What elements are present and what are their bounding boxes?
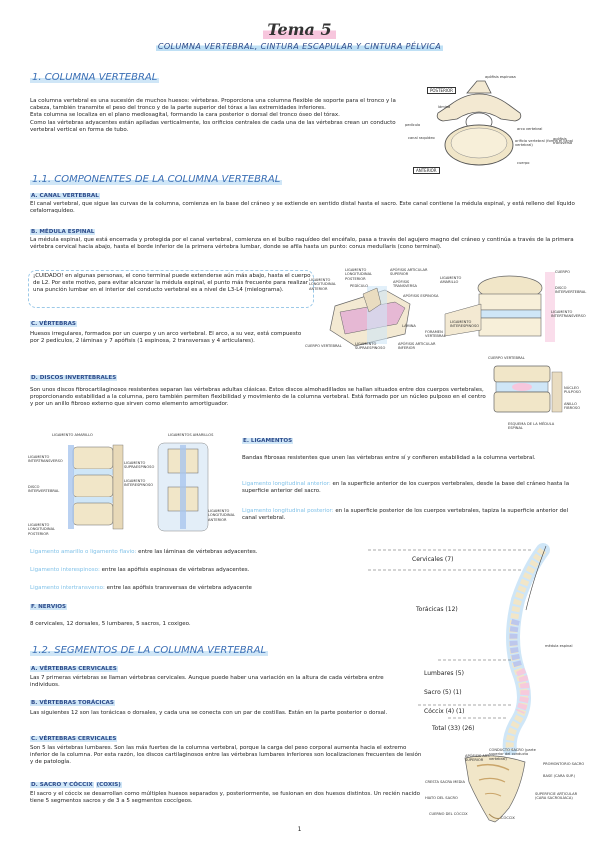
vertebra-figure: POSTERIOR ANTERIOR apófisis espinosa lám… <box>405 75 575 180</box>
ligamento-amarillo: Ligamento amarillo o ligamento flavio: e… <box>30 549 258 555</box>
ligamentos-text: Bandas fibrosas resistentes que unen las… <box>242 455 536 461</box>
ligaments-figure: LIGAMENTO AMARILLO LIGAMENTOS AMARILLOS … <box>28 433 236 545</box>
spine-sacro: Sacro (5) (1) <box>424 689 462 696</box>
spine-illustration <box>368 543 550 757</box>
page-number: 1 <box>297 826 302 833</box>
ligamento-posterior: Ligamento longitudinal posterior: en la … <box>242 508 569 522</box>
canal-text: El canal vertebral, que sigue las curvas… <box>30 201 575 215</box>
nervios-text: 8 cervicales, 12 dorsales, 5 lumbares, 5… <box>30 621 191 627</box>
ligament-illustration <box>329 272 555 347</box>
spine-medula: médula espinal <box>545 644 573 648</box>
sacrum-illustration <box>464 755 526 823</box>
discos-text: Son unos discos fibrocartilaginosos resi… <box>30 387 486 408</box>
subheading-canal: A. CANAL VERTEBRAL <box>30 193 100 199</box>
sacro-text: El sacro y el cóccix se desarrollan como… <box>30 791 420 805</box>
spine-coccix: Cóccix (4) (1) <box>424 708 465 715</box>
subheading-discos: D. DISCOS INVERTEBRALES <box>30 375 118 381</box>
lumbares-text: Son 5 las vértebras lumbares. Son las má… <box>30 745 422 766</box>
subheading-sacro: D. SACRO Y CÓCCIX (COXIS) <box>30 782 122 788</box>
section-1-1-heading: 1.1. COMPONENTES DE LA COLUMNA VERTEBRAL <box>30 174 283 185</box>
subheading-ligamentos: E. LIGAMENTOS <box>242 438 294 444</box>
medula-text: La médula espinal, que está encerrada y … <box>30 237 574 251</box>
vertebra-illustration <box>436 80 522 166</box>
subheading-medula: B. MÉDULA ESPINAL <box>30 229 96 235</box>
spine-figure: Cervicales (7) Torácicas (12) Lumbares (… <box>368 540 593 757</box>
page-title: Tema 5 <box>0 20 599 39</box>
anterior-label: ANTERIOR <box>413 167 440 174</box>
vertebra-ligaments-figure: LIGAMENTO LONGITUDINAL POSTERIOR APÓFISI… <box>305 264 586 362</box>
subheading-nervios: F. NERVIOS <box>30 604 68 610</box>
spine-cervicales: Cervicales (7) <box>412 556 454 563</box>
subheading-toracicas: B. VÉRTEBRAS TORÁCICAS <box>30 700 115 706</box>
ligamento-intertransverso: Ligamento intertransverso: entre las apó… <box>30 585 252 591</box>
disc-illustration <box>493 365 563 413</box>
toracicas-text: Las siguientes 12 son las torácicas o do… <box>30 710 388 716</box>
section-1-2-heading: 1.2. SEGMENTOS DE LA COLUMNA VERTEBRAL <box>30 645 269 656</box>
disc-figure: CUERPO VERTEBRAL NÚCLEO PULPOSO ANILLO F… <box>488 356 588 444</box>
posterior-label: POSTERIOR <box>427 87 456 94</box>
ligamento-anterior: Ligamento longitudinal anterior: en la s… <box>242 481 570 495</box>
note-box <box>28 270 314 308</box>
page-subtitle: COLUMNA VERTEBRAL, CINTURA ESCAPULAR Y C… <box>155 42 444 51</box>
section-1-text: La columna vertebral es una sucesión de … <box>30 98 396 133</box>
spine-lumbares: Lumbares (5) <box>424 670 464 677</box>
spine-toracicas: Torácicas (12) <box>416 606 458 613</box>
ligamento-interespinoso: Ligamento interespinoso: entre las apófi… <box>30 567 250 573</box>
subheading-vertebras: C. VÉRTEBRAS <box>30 321 77 327</box>
ligaments-illustration <box>68 442 209 532</box>
subheading-cervicales: A. VÉRTEBRAS CERVICALES <box>30 666 118 672</box>
section-1-heading: 1. COLUMNA VERTEBRAL <box>30 72 160 83</box>
spine-total: Total (33) (26) <box>432 725 475 732</box>
cervicales-text: Las 7 primeras vértebras se llaman vérte… <box>30 675 384 689</box>
note-text: ¡CUIDADO! en algunas personas, el cono t… <box>33 273 311 294</box>
vertebras-text: Huesos irregulares, formados por un cuer… <box>30 331 302 345</box>
subheading-lumbares: C. VÉRTEBRAS CERVICALES <box>30 736 118 742</box>
sacrum-figure: CONDUCTO SACRO (parte superior del condu… <box>425 748 585 824</box>
